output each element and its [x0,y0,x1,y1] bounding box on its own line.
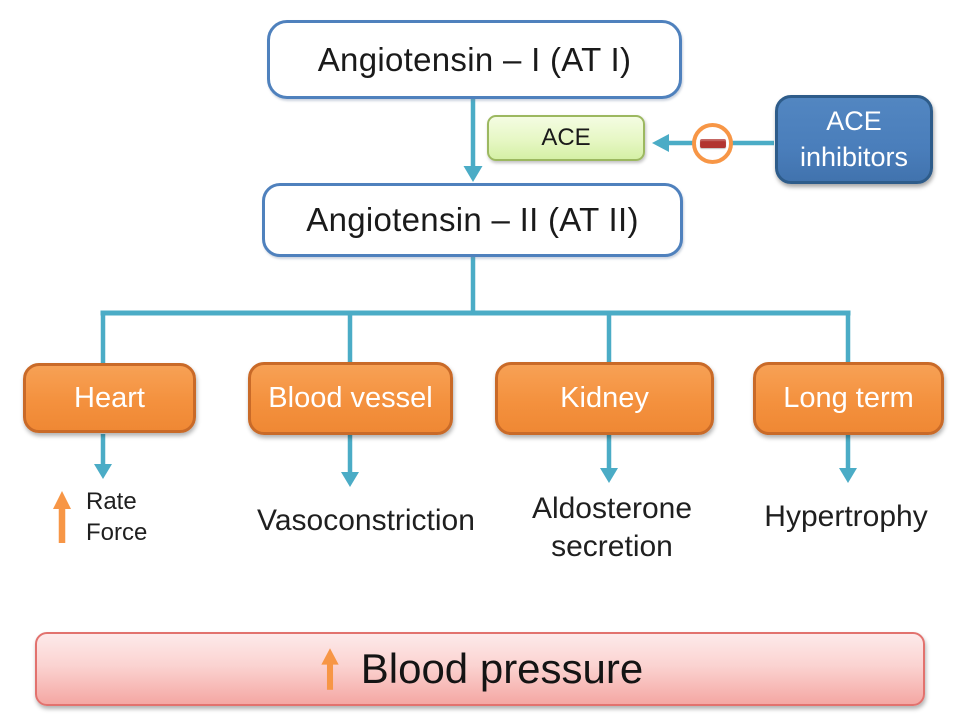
organ-blood-vessel-label: Blood vessel [268,382,433,414]
effect-heart: Rate Force [50,486,147,548]
node-organ-blood-vessel: Blood vessel [248,362,453,435]
arrowhead-down-icon [94,464,112,479]
arrowhead-left-icon [652,134,669,152]
arrowhead-down-icon [839,468,857,483]
effect-long-term-label: Hypertrophy [764,500,928,533]
node-ace-inhibitors: ACE inhibitors [775,95,933,184]
effect-kidney: Aldosterone secretion [492,490,732,566]
node-ace-label: ACE [541,124,591,151]
effect-long-term: Hypertrophy [726,498,960,536]
node-organ-kidney: Kidney [495,362,714,435]
up-arrow-icon [321,648,339,690]
organ-kidney-label: Kidney [560,382,649,414]
organ-heart-label: Heart [74,381,145,414]
outcome-blood-pressure: Blood pressure [35,632,925,706]
arrowhead-down-icon [600,468,618,483]
effect-heart-line2: Force [86,519,148,546]
up-arrow-icon [53,491,71,543]
effect-heart-text: Rate Force [86,486,147,548]
inhibition-minus-icon [692,123,733,164]
node-angiotensin-2-label: Angiotensin – II (AT II) [306,201,639,238]
arrowhead-down-icon [341,472,359,487]
node-angiotensin-2: Angiotensin – II (AT II) [262,183,683,257]
outcome-label: Blood pressure [360,645,644,692]
effect-kidney-line1: Aldosterone [531,492,693,525]
node-angiotensin-1-label: Angiotensin – I (AT I) [317,40,632,78]
effect-kidney-line2: secretion [551,530,673,563]
node-organ-heart: Heart [23,363,196,433]
node-organ-long-term: Long term [753,362,944,435]
arrowhead-down-icon [463,166,483,182]
effect-blood-vessel: Vasoconstriction [246,502,486,540]
node-ace-inhibitors-label: ACE inhibitors [799,105,909,172]
effect-blood-vessel-label: Vasoconstriction [257,504,475,537]
organ-long-term-label: Long term [783,382,914,414]
node-ace: ACE [487,115,645,161]
effect-heart-line1: Rate [86,488,137,515]
minus-bar [699,139,726,148]
node-angiotensin-1: Angiotensin – I (AT I) [267,20,682,99]
